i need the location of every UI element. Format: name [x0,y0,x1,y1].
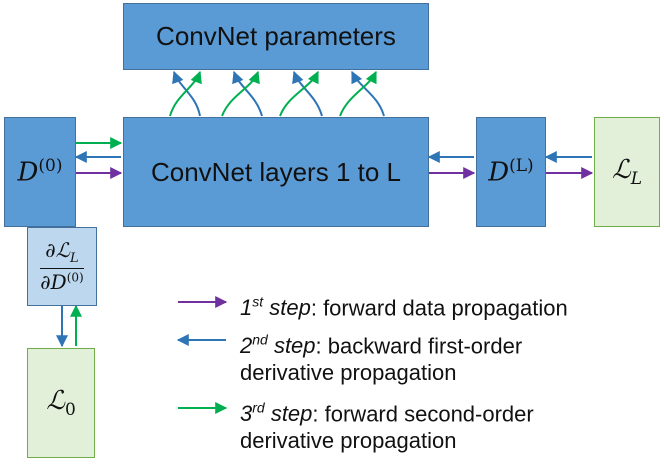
curve-backward-4 [351,70,385,117]
parameter-curves [169,70,385,117]
curve-backward-3 [292,70,323,117]
fraction-bar [40,268,84,270]
legend-step-2: 2nd step: backward first-order [240,332,523,359]
loss-0-label: ℒ0 [46,385,76,421]
curve-second-3 [279,70,319,117]
gradient-numerator: ∂ℒL [45,237,79,266]
gradient-denominator: ∂D(0) [40,270,84,295]
legend-step-3: 3rd step: forward second-order [240,400,534,427]
curve-second-4 [339,70,377,117]
d0-label: D(0) [17,156,63,188]
convnet-parameters-box: ConvNet parameters [123,3,429,70]
gradient-fraction: ∂ℒL ∂D(0) [40,237,84,295]
curve-second-2 [221,70,260,117]
gradient-box: ∂ℒL ∂D(0) [27,227,97,306]
curve-backward-2 [232,70,263,117]
loss-0-box: ℒ0 [27,348,95,458]
curve-second-1 [169,70,202,117]
convnet-layers-box: ConvNet layers 1 to L [123,117,429,227]
legend-step-2-continued: derivative propagation [240,360,457,385]
loss-l-box: ℒL [594,117,660,227]
convnet-parameters-label: ConvNet parameters [156,21,396,51]
convnet-layers-label: ConvNet layers 1 to L [150,156,401,187]
dl-label: D(L) [488,156,534,188]
legend-step-3-continued: derivative propagation [240,428,457,453]
curve-backward-1 [172,70,201,117]
legend-step-1: 1st step: forward data propagation [240,294,568,321]
dl-box: D(L) [476,117,546,227]
d0-box: D(0) [4,117,76,227]
loss-l-label: ℒL [611,154,643,190]
